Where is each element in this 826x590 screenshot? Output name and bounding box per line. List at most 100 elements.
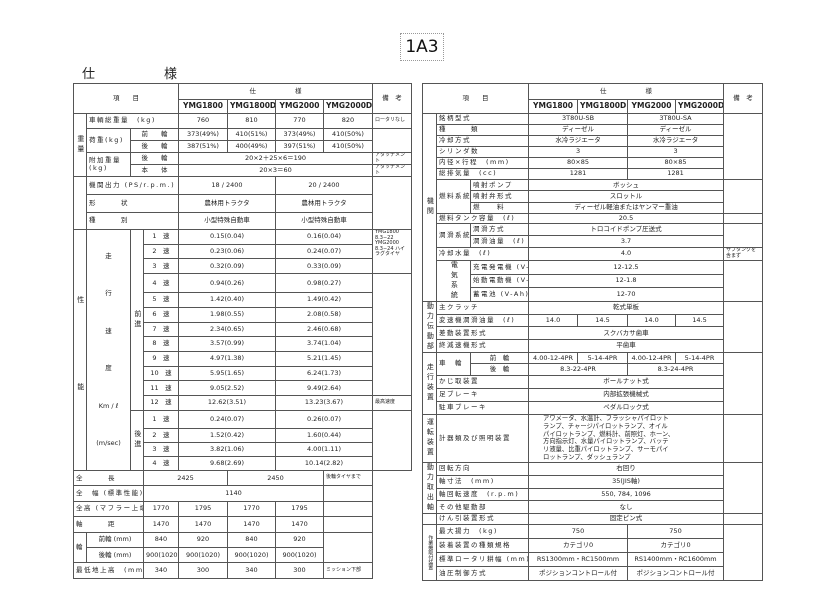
cell: 6.24(1.73): [275, 365, 373, 382]
cell: 20×3＝60: [178, 164, 373, 177]
remark: [372, 128, 412, 153]
cell: 0.15(0.04): [178, 229, 276, 245]
speed-label-part: 走: [105, 251, 112, 260]
cell: 1.60(0.44): [275, 428, 373, 443]
cell: 373(49%): [178, 128, 228, 141]
page-code-label: 1A3: [400, 33, 444, 61]
cell: 20×2＋25×6＝190: [178, 152, 373, 165]
remark: サブタンクを含まず: [723, 246, 764, 261]
cell: 20 / 2400: [275, 176, 373, 195]
cell: 750: [627, 524, 725, 540]
cell: 840: [143, 531, 179, 548]
cell: 14.5: [675, 313, 725, 328]
category-blank: [73, 176, 87, 230]
speed-label-part: (m/sec): [96, 439, 121, 448]
cell: 小型特殊自動車: [275, 212, 373, 230]
cell: 900(1020): [227, 546, 276, 564]
cell: 300: [275, 562, 324, 579]
cell: 水冷ラジエータ: [627, 135, 725, 147]
remark: [723, 179, 764, 214]
cell: 固定ピン式: [528, 513, 725, 526]
cell: 373(49%): [275, 128, 324, 141]
cell: スクバカサ歯車: [528, 326, 725, 341]
cell: ポジションコントロール付: [627, 566, 725, 582]
cell: 1.49(0.42): [275, 292, 373, 308]
category-perf-char: 性能: [76, 296, 85, 470]
cell: 5.21(1.45): [275, 350, 373, 367]
cell: 農林用トラクタ: [178, 194, 276, 213]
gear-label: 8 速: [143, 336, 179, 352]
gear-label: 7 速: [143, 321, 179, 338]
remark: [372, 176, 412, 230]
category-pto: 動力取出軸: [422, 462, 437, 515]
model-header: YMG2000D: [675, 99, 725, 114]
model-header: YMG1800D: [227, 99, 276, 114]
remark: 後輪タイヤまで: [323, 469, 373, 487]
row-label: 燃料タンク容量 (ℓ): [435, 212, 530, 224]
cell: 0.24(0.07): [178, 409, 276, 430]
remark: ミッション下部: [323, 562, 373, 579]
cell: 900(1020): [143, 546, 179, 564]
cell: カテゴリ0: [627, 538, 725, 554]
row-label: 計器類及び照明装置: [435, 413, 530, 464]
category-engine: 機関: [422, 113, 437, 302]
category-weight: 重量: [73, 113, 87, 177]
model-header: YMG2000D: [323, 99, 373, 114]
row-label: 変速機潤滑油量 (ℓ): [435, 313, 530, 328]
row-label: 差動装置形式: [435, 326, 530, 341]
gear-label: 2 速: [143, 243, 179, 260]
cell: 12.62(3.51): [178, 394, 276, 411]
gear-label: 9 速: [143, 350, 179, 367]
cell: 0.26(0.07): [275, 409, 373, 430]
cell: 3: [627, 146, 725, 158]
row-label: けん引装置形式: [435, 513, 530, 526]
cell: 900(1020): [178, 546, 228, 564]
cell: 750: [528, 524, 629, 540]
remark: [372, 409, 412, 472]
cell: 900(1020): [275, 546, 324, 564]
row-label: その他駆動部: [435, 500, 530, 515]
cell: 1770: [227, 500, 276, 518]
row-label: 輪 距: [73, 531, 87, 564]
cell: 770: [275, 113, 324, 129]
cell: 小型特殊自動車: [178, 212, 276, 230]
row-label: 形 状: [86, 194, 179, 213]
cell: 14.0: [627, 313, 677, 328]
cell: 2.46(0.68): [275, 321, 373, 338]
remark: [723, 413, 764, 464]
cell: 1470: [143, 516, 179, 533]
speed-label-part: 度: [105, 364, 112, 373]
row-label: 附加重量 (kg): [86, 152, 131, 177]
row-label: 充電発電機 (V-A): [469, 259, 530, 275]
model-header: YMG1800D: [577, 99, 629, 114]
cell: 3.57(0.99): [178, 336, 276, 352]
gear-label: 12 速: [143, 394, 179, 411]
remark: アタッチメント: [372, 152, 412, 165]
header-item: 項 目: [73, 83, 179, 114]
row-label: 足ブレーキ: [435, 387, 530, 402]
cell: 水冷ラジエータ: [528, 135, 629, 147]
model-header: YMG2000: [275, 99, 324, 114]
remark: アタッチメント: [372, 164, 412, 177]
model-header: YMG1800: [178, 99, 228, 114]
cell: 1470: [275, 516, 324, 533]
cell: 3T80U-SB: [528, 113, 629, 125]
row-label: 全高 (マフラー上端): [73, 500, 144, 518]
cell: 4.00-12-4PR: [627, 351, 677, 365]
cell: スロットル: [528, 190, 725, 203]
cell: 2.34(0.65): [178, 321, 276, 338]
cell: 35(JIS軸): [528, 474, 725, 489]
cell: ディーゼル: [528, 124, 629, 136]
model-header: YMG1800: [528, 99, 579, 114]
gear-label: 4 速: [143, 456, 179, 471]
cell: 80×85: [627, 157, 725, 169]
cell: 1.52(0.42): [178, 428, 276, 443]
cell: 340: [143, 562, 179, 579]
category-operation: 運転装置: [422, 413, 437, 464]
cell: カテゴリ0: [528, 538, 629, 554]
cell: 5.95(1.65): [178, 365, 276, 382]
row-label: 標準ロータリ耕幅 (mm): [435, 552, 530, 568]
cell: 12-70: [528, 287, 725, 302]
cell: 3.82(1.06): [178, 442, 276, 457]
